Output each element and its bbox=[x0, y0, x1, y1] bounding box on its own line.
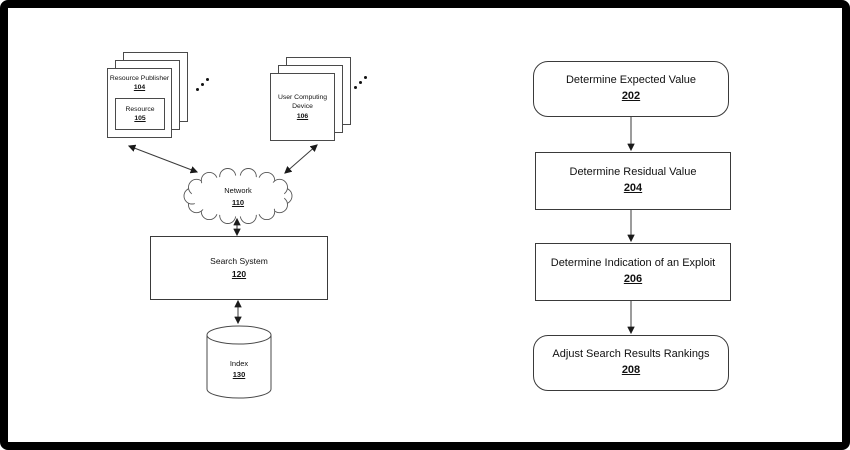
flowchart-step-204: Determine Residual Value 204 bbox=[535, 152, 731, 210]
index-ref: 130 bbox=[232, 370, 246, 379]
search-system-box: Search System 120 bbox=[150, 236, 328, 300]
step-label: Determine Indication of an Exploit bbox=[550, 257, 716, 270]
step-ref: 204 bbox=[623, 182, 643, 194]
step-label: Determine Expected Value bbox=[565, 74, 697, 87]
network-cloud: Network 110 bbox=[183, 166, 293, 227]
step-label: Determine Residual Value bbox=[569, 166, 697, 179]
index-database: Index 130 bbox=[206, 325, 272, 401]
search-system-ref: 120 bbox=[231, 269, 247, 279]
connector-arrows bbox=[127, 117, 635, 335]
database-cylinder-icon bbox=[206, 325, 272, 399]
flowchart-step-208: Adjust Search Results Rankings 208 bbox=[533, 335, 729, 391]
resource-label: Resource bbox=[125, 105, 155, 113]
search-system-label: Search System bbox=[210, 256, 268, 267]
resource-publisher-label: Resource Publisher bbox=[109, 75, 170, 82]
user-computing-device-ref: 106 bbox=[296, 112, 309, 120]
resource-publisher-box: Resource Publisher 104 Resource 105 bbox=[107, 68, 172, 138]
network-ref: 110 bbox=[231, 197, 245, 207]
flowchart-step-202: Determine Expected Value 202 bbox=[533, 61, 729, 117]
resource-box: Resource 105 bbox=[115, 98, 165, 130]
user-computing-device-label: User Computing Device bbox=[277, 93, 328, 111]
user-computing-device-box: User Computing Device 106 bbox=[270, 73, 335, 141]
arrow-device-network bbox=[284, 144, 318, 174]
arrow-publisher-network bbox=[127, 144, 199, 174]
index-label: Index bbox=[229, 358, 249, 368]
cloud-icon bbox=[183, 168, 293, 224]
flowchart-step-206: Determine Indication of an Exploit 206 bbox=[535, 243, 731, 301]
step-ref: 202 bbox=[621, 90, 641, 102]
network-label: Network bbox=[224, 186, 252, 196]
step-ref: 206 bbox=[623, 273, 643, 285]
resource-publisher-stack: Resource Publisher 104 Resource 105 bbox=[107, 52, 188, 139]
step-ref: 208 bbox=[621, 364, 641, 376]
resource-publisher-ref: 104 bbox=[133, 84, 146, 92]
step-label: Adjust Search Results Rankings bbox=[552, 348, 710, 361]
user-computing-device-stack: User Computing Device 106 bbox=[270, 57, 351, 142]
resource-ref: 105 bbox=[134, 115, 146, 122]
